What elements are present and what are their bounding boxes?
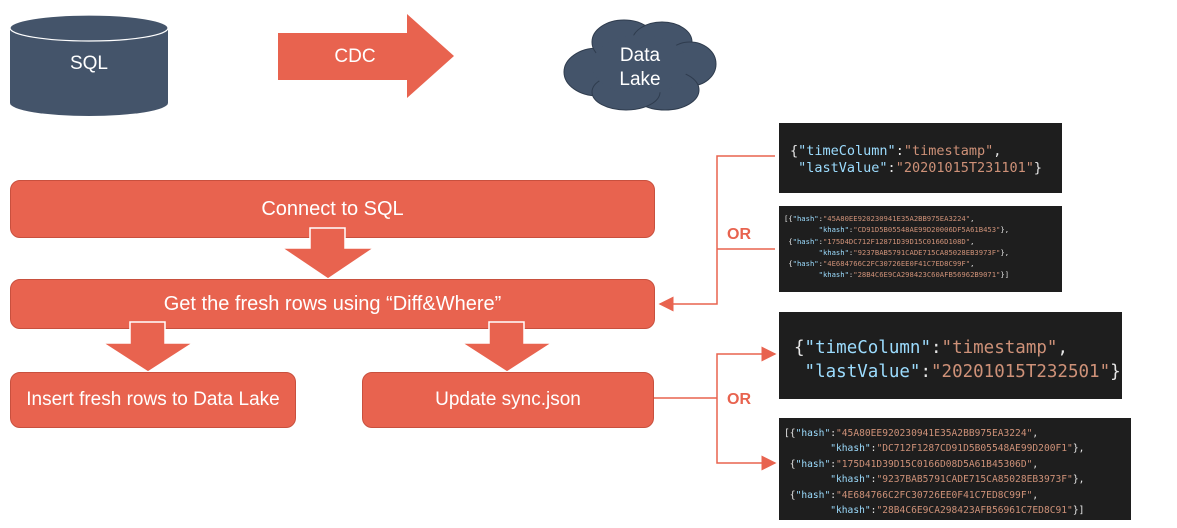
- time-key: "timeColumn": [804, 338, 931, 358]
- data-lake-label-line2: Lake: [619, 69, 661, 90]
- update-sync-json-step: Update sync.json: [362, 372, 654, 428]
- khash-value: "28B4C6E9CA298423C60AFB56962B9071": [853, 270, 1001, 280]
- time-key: "timeColumn": [798, 143, 896, 159]
- khash-value: "9237BAB5791CADE715CA85028EB3973F": [853, 247, 1001, 257]
- khash-value: "28B4C6E9CA298423AFB56961C7ED8C91": [876, 505, 1073, 517]
- sync-json-hash-after: [{"hash":"45A80EE920230941E35A2BB975EA32…: [779, 418, 1131, 520]
- lower-bracket-line-top: [716, 346, 777, 398]
- sql-label: SQL: [69, 53, 109, 75]
- time-value: "timestamp": [903, 143, 994, 159]
- time-value: "timestamp": [941, 338, 1058, 358]
- hash-value: "4E684766C2FC30726EE0F41C7ED8C99F": [822, 259, 971, 269]
- data-lake-label-line1: Data: [619, 45, 661, 67]
- connect-to-sql-step: Connect to SQL: [10, 180, 655, 238]
- lower-bracket-line-bottom: [716, 398, 777, 471]
- hash-value: "175D41D39D15C0166D08D5A61B45306D": [836, 458, 1033, 470]
- last-key: "lastValue": [804, 362, 921, 382]
- last-key: "lastValue": [798, 160, 888, 176]
- khash-value: "9237BAB5791CADE715CA85028EB3973F": [876, 474, 1073, 486]
- cdc-label: CDC: [334, 46, 376, 68]
- or-label-upper: OR: [727, 226, 751, 243]
- get-fresh-rows-step: Get the fresh rows using “Diff&Where”: [10, 279, 655, 329]
- hash-value: "45A80EE920230941E35A2BB975EA3224": [836, 428, 1033, 439]
- data-lake-label: Data Lake: [590, 30, 690, 106]
- hash-value: "175D4DC712F12871D39D15C0166D108D": [822, 236, 971, 246]
- last-value: "20201015T231101": [895, 160, 1034, 176]
- sync-json-timestamp-before: {"timeColumn":"timestamp", "lastValue":"…: [779, 123, 1062, 193]
- sync-json-timestamp-after: {"timeColumn":"timestamp", "lastValue":"…: [779, 312, 1122, 399]
- last-value: "20201015T232501": [931, 362, 1111, 382]
- khash-value: "DC712F1287CD91D5B05548AE99D200F1": [876, 443, 1073, 455]
- sync-json-hash-before: [{"hash":"45A80EE920230941E35A2BB975EA32…: [779, 206, 1062, 292]
- or-label-lower: OR: [727, 391, 751, 408]
- upper-bracket-line: [658, 155, 775, 312]
- hash-value: "45A80EE920230941E35A2BB975EA3224": [822, 214, 971, 223]
- khash-value: "CD91D5B05548AE99D20006DF5A61B453": [853, 225, 1001, 235]
- hash-value: "4E684766C2FC30726EE0F41C7ED8C99F": [836, 489, 1033, 501]
- insert-fresh-rows-step: Insert fresh rows to Data Lake: [10, 372, 296, 428]
